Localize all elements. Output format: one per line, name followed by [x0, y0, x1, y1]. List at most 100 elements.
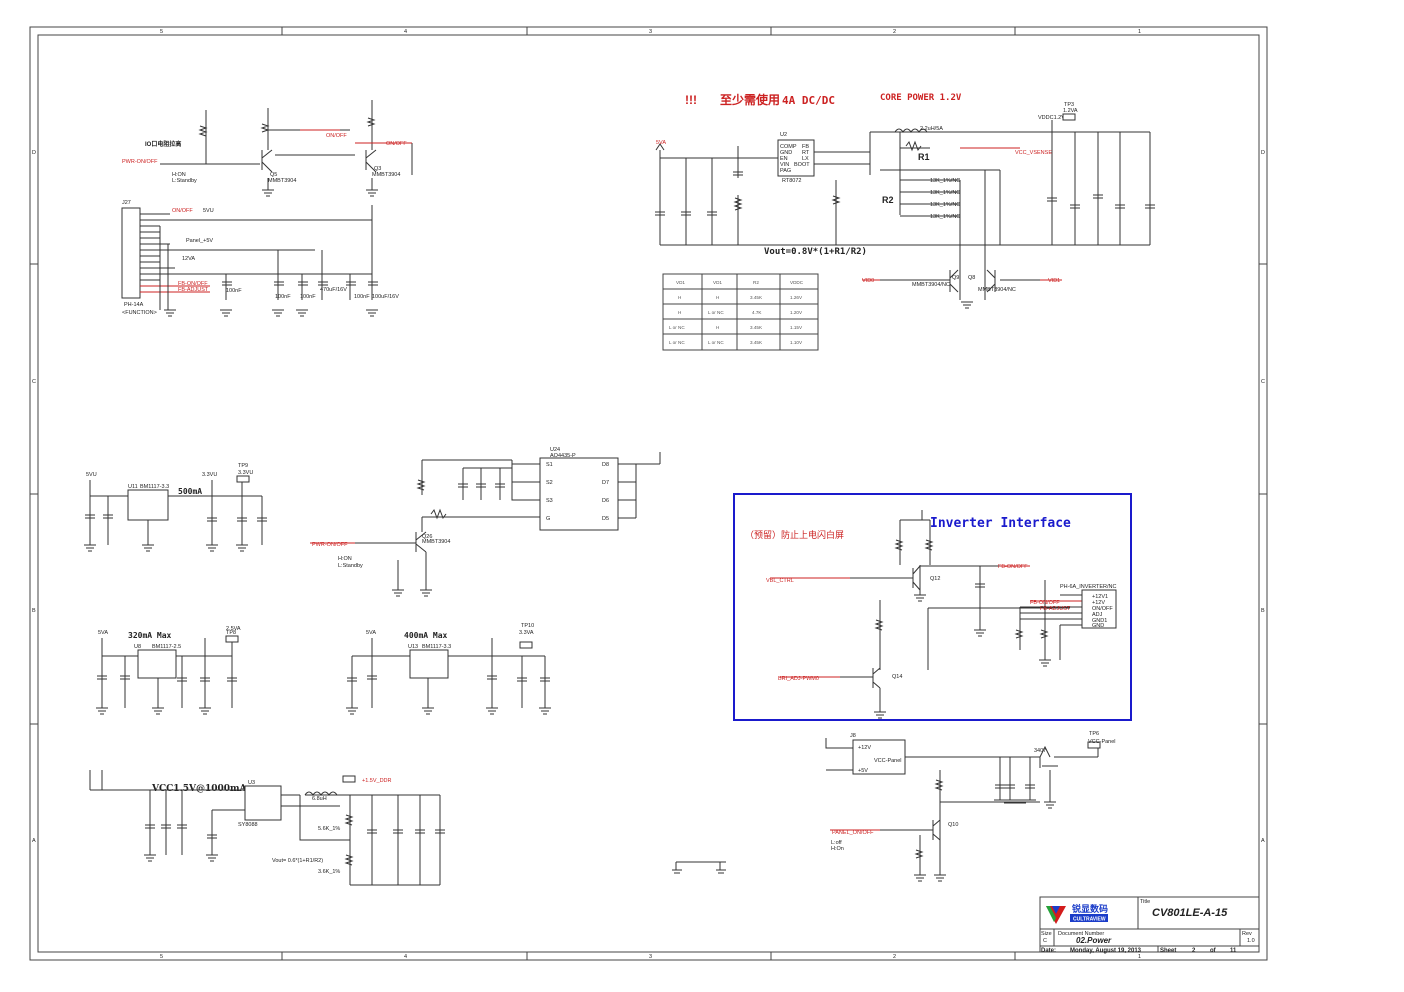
dcdc-supply: 5VA	[656, 140, 666, 146]
tp10-voltage: 3.3VA	[519, 630, 534, 636]
buck15-formula: Vout= 0.6*(1+R1/R2)	[272, 858, 323, 864]
vid-table-cell: 1.10V	[790, 340, 803, 345]
j27-cap-value: 100nF	[275, 294, 291, 300]
inverter-interface-block: Inverter Interface （预留）防止上电闪白屏 PH-6A_INV…	[733, 493, 1132, 721]
tp9-voltage: 3.3VU	[238, 470, 253, 476]
tp10-testpoint	[519, 641, 533, 649]
dcdc-heading-cn: 至少需使用	[720, 92, 780, 107]
border-row-label: B	[32, 608, 36, 614]
ldo-3v3u-block: U11 BM1117-3.3 500mA 5VU 3.3VU TP9 3.3VU	[84, 463, 267, 552]
u24-part: AO4435-P	[550, 453, 576, 459]
j27-body	[121, 207, 141, 299]
inverter-pin-label: +12V1	[1092, 594, 1108, 600]
buck-1v5-block: VCC1.5V@1000mA U3 SY8088 6.8uH +1.5V_DDR…	[89, 770, 445, 886]
j27-function: <FUNCTION>	[122, 310, 157, 316]
tp3-voltage: 1.2VA	[1063, 108, 1078, 114]
vid-table-cell: H	[678, 310, 681, 315]
sheet-total: 11	[1230, 948, 1237, 954]
border-col-label: 2	[893, 954, 896, 960]
j27-cap-value: 100nF	[300, 294, 316, 300]
u2-part: RT8072	[782, 178, 801, 184]
u11-ldo	[127, 489, 169, 521]
q3-part: MMBT3904	[372, 172, 400, 178]
vid-table-header: VD1	[713, 280, 722, 285]
sheet-title: CV801LE-A-15	[1152, 907, 1228, 919]
q5-ref: Q5	[270, 172, 277, 178]
panel-hint-off: L:off	[831, 840, 842, 846]
title-block: 锐显数码 CULTRAVIEW Title CV801LE-A-15 Size …	[1039, 896, 1260, 954]
j27-net-onoff: ON/OFF	[172, 208, 193, 214]
u8-ref: U8	[134, 644, 141, 650]
dcdc-inductor: 2.2uH/5A	[920, 126, 943, 132]
border-col-label: 1	[1138, 954, 1141, 960]
border-row-label: C	[1261, 379, 1265, 385]
ldo-3v3a-block: 400mA Max U13 BM1117-3.3 5VA TP10 3.3VA	[346, 623, 551, 715]
u2-pin-label: PAG	[780, 168, 791, 174]
u2-pin-label: COMP	[780, 144, 797, 150]
dcdc-heading-4a: 4A DC/DC	[782, 94, 835, 107]
vid-table-header: R2	[753, 280, 759, 285]
border-col-label: 5	[160, 29, 163, 35]
dcdc-res-value: 13K_1%/NC	[930, 190, 960, 196]
q9-part: MMBT3904/NC	[912, 282, 950, 288]
dcdc-heading-prefix: !!!	[685, 93, 697, 107]
border-col-label: 4	[404, 954, 407, 960]
dcdc-res-value: 13K_1%/NC	[930, 214, 960, 220]
j8-pin-label: +12V	[858, 745, 871, 751]
u24-pin-label: G	[546, 516, 550, 522]
dcdc-r1-label: R1	[918, 152, 930, 162]
vid1-net: VID1	[1048, 278, 1060, 284]
tp3-testpoint	[1062, 113, 1076, 121]
j27-net-5vu: 5VU	[203, 208, 214, 214]
u24-pin-label: S2	[546, 480, 553, 486]
buck15-output-net: +1.5V_DDR	[362, 778, 392, 784]
u2-pin-label: GND	[780, 150, 792, 156]
u8-ldo	[137, 649, 177, 679]
border-column-ticks	[30, 27, 1267, 960]
u2-pin-label: BOOT	[794, 162, 810, 168]
switch-hint-standby: L:Standby	[338, 563, 363, 569]
q26-part: MMBT3904	[422, 539, 450, 545]
u11-ref: U11	[128, 484, 138, 490]
buck15-r1: 5.6K_1%	[318, 826, 340, 832]
size-label: Size	[1041, 931, 1052, 937]
io-onoff-net: ON/OFF	[386, 141, 407, 147]
inverter-pin-label: GND	[1092, 623, 1104, 629]
date-value: Monday, August 19, 2013	[1070, 948, 1142, 954]
u2-pin-label: RT	[802, 150, 810, 156]
inverter-pin-label: +12V	[1092, 600, 1105, 606]
dcdc-res-value: 13K_1%/NC	[930, 178, 960, 184]
sheet-number: 2	[1192, 948, 1196, 954]
panel-hint-on: H:On	[831, 846, 844, 852]
border-col-label: 2	[893, 29, 896, 35]
vid-table-cell: 3.45K	[750, 295, 763, 300]
inverter-pin-label: ADJ	[1092, 612, 1103, 618]
q10-ref: Q10	[948, 822, 958, 828]
vcc-vsense-net: VCC_VSENSE	[1015, 150, 1052, 156]
border-row-label: D	[1261, 150, 1265, 156]
u13-ref: U13	[408, 644, 418, 650]
u3-sy8088	[244, 785, 282, 821]
vid-table-cell: H	[716, 295, 719, 300]
u2-pin-label: EN	[780, 156, 788, 162]
j8-pin-label: +5V	[858, 768, 868, 774]
ldo320-label: 320mA Max	[128, 631, 172, 640]
inverter-fb-adjust: FB-ADJUST	[1040, 606, 1071, 612]
panel-power-block: J8 +12V +5V VCC-Panel 3407 TP6 VCC-Panel…	[672, 731, 1116, 882]
rev-label: Rev	[1242, 931, 1252, 937]
ldo320-input: 5VA	[98, 630, 108, 636]
u13-ldo	[409, 649, 449, 679]
logo-en-text: CULTRAVIEW	[1073, 917, 1106, 923]
u24-pin-label: S3	[546, 498, 553, 504]
ldo500-output: 3.3VU	[202, 472, 217, 478]
tp9-testpoint	[236, 475, 250, 483]
vid-table-cell: L or NC	[708, 340, 724, 345]
vid-table-cell: 1.26V	[790, 295, 803, 300]
u2-pin-label: FB	[802, 144, 809, 150]
vddc-net: VDDC1.2V	[1038, 115, 1065, 121]
dcdc-r2-label: R2	[882, 195, 894, 205]
dcdc-vout-formula: Vout=0.8V*(1+R1/R2)	[764, 247, 867, 257]
j8-box-label: VCC-Panel	[874, 758, 902, 764]
u13-part: BM1117-3.3	[422, 644, 451, 650]
docnum-value: 02.Power	[1076, 936, 1112, 945]
